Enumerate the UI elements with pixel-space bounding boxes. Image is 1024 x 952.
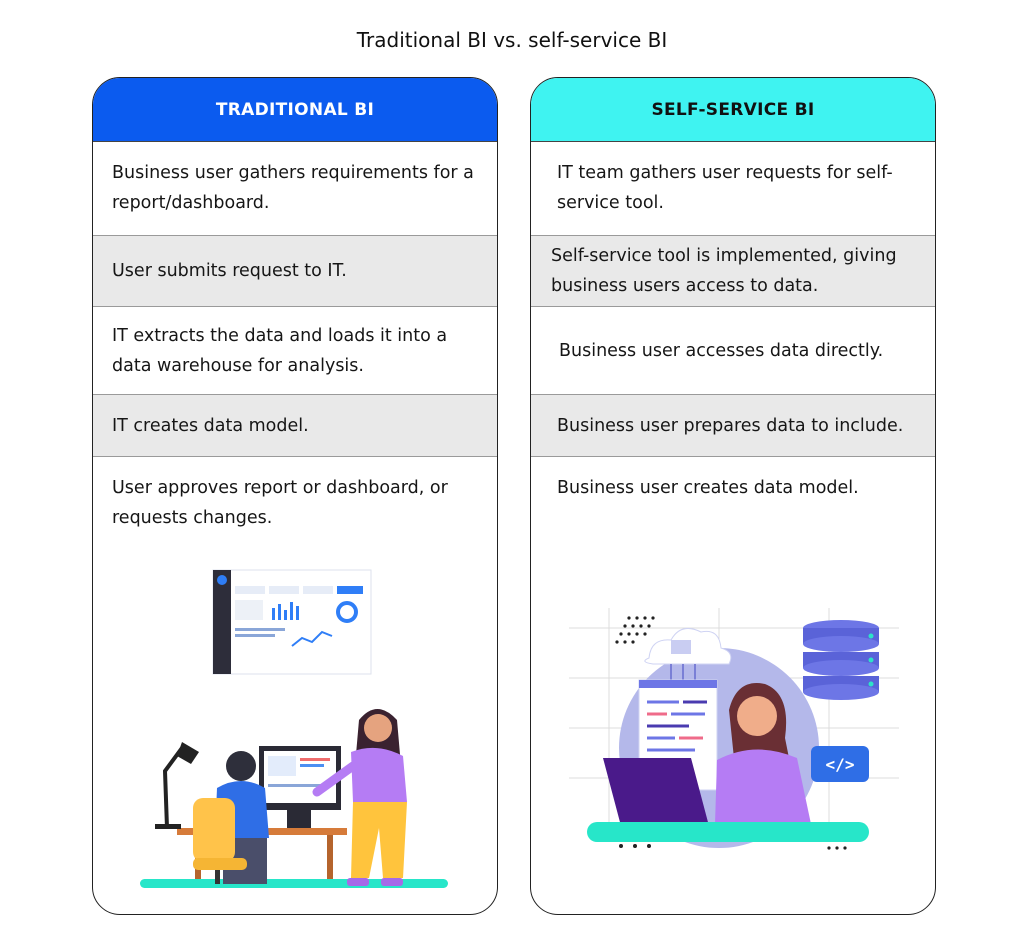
self-service-step-2: Self-service tool is implemented, giving… <box>531 236 935 307</box>
page-title: Traditional BI vs. self-service BI <box>356 28 668 52</box>
self-service-bi-card: SELF-SERVICE BI IT team gathers user req… <box>530 77 936 915</box>
traditional-step-2: User submits request to IT. <box>93 236 497 307</box>
self-service-step-4: Business user prepares data to include. <box>531 395 935 457</box>
self-service-step-3: Business user accesses data directly. <box>531 307 935 395</box>
traditional-step-1: Business user gathers requirements for a… <box>93 141 497 236</box>
traditional-step-3: IT extracts the data and loads it into a… <box>93 307 497 395</box>
traditional-bi-header: TRADITIONAL BI <box>93 78 497 142</box>
data-analyst-illustration: </> <box>569 608 899 850</box>
traditional-step-4: IT creates data model. <box>93 395 497 457</box>
self-service-step-1: IT team gathers user requests for self-s… <box>531 141 935 236</box>
traditional-bi-card: TRADITIONAL BI Business user gathers req… <box>92 77 498 915</box>
self-service-bi-header: SELF-SERVICE BI <box>531 78 935 142</box>
traditional-step-5: User approves report or dashboard, or re… <box>112 478 448 528</box>
self-service-step-5: Business user creates data model. <box>557 478 859 498</box>
code-badge-icon: </> <box>826 755 855 774</box>
office-team-illustration <box>140 569 448 888</box>
